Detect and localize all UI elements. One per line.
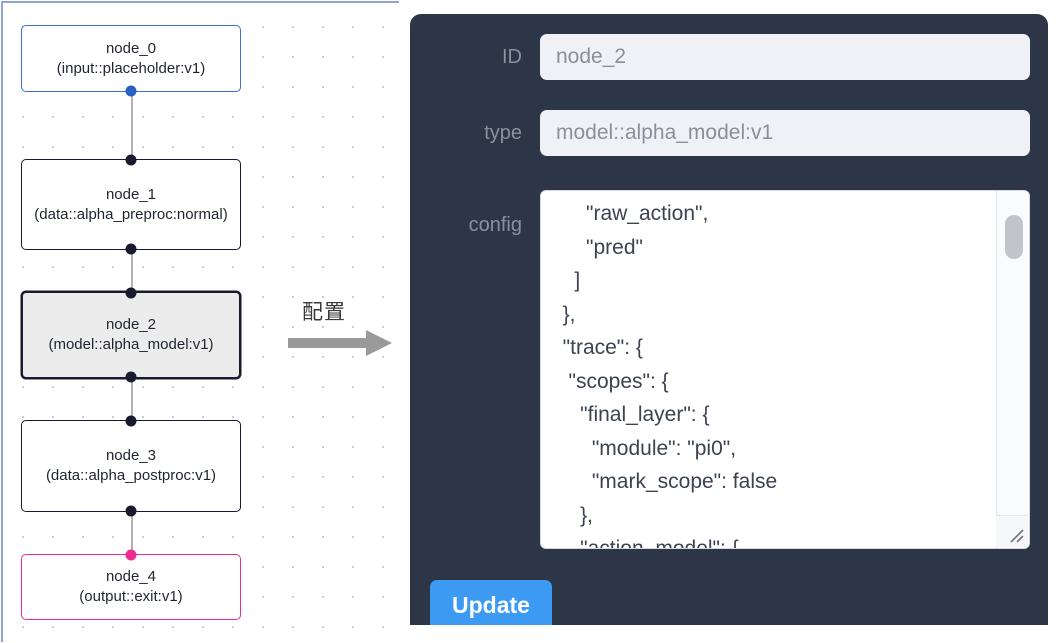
node-config-panel: ID type config "raw_action", "pred" ] },… [410, 14, 1048, 625]
flow-node-type: (model::alpha_model:v1) [48, 336, 214, 353]
config-textarea-wrapper[interactable]: "raw_action", "pred" ] }, "trace": { "sc… [540, 190, 1030, 549]
node-handle-target[interactable] [125, 287, 137, 299]
config-label: config [468, 214, 522, 236]
node-handle-target[interactable] [125, 549, 137, 561]
flow-node-node_4[interactable]: node_4 (output::exit:v1) [21, 549, 241, 620]
id-input[interactable] [540, 34, 1030, 80]
field-row-type: type [428, 110, 1030, 156]
annotation-group: 配置 [288, 296, 394, 358]
flow-node-node_2[interactable]: node_2 (model::alpha_model:v1) [21, 287, 241, 383]
flow-node-type: (data::alpha_preproc:normal) [34, 205, 228, 223]
update-button[interactable]: Update [430, 580, 552, 625]
id-label: ID [502, 45, 522, 68]
flow-node-id: node_0 [105, 39, 157, 57]
right-arrow-icon [288, 330, 392, 356]
flow-node-type: (data::alpha_postproc:v1) [45, 467, 217, 484]
config-scrollbar-thumb[interactable] [1005, 215, 1023, 259]
node-handle-source[interactable] [125, 371, 137, 383]
annotation-label: 配置 [302, 300, 346, 324]
flow-node-id: node_3 [105, 447, 157, 464]
node-handle-target[interactable] [125, 154, 137, 166]
flow-node-type: (output::exit:v1) [79, 588, 183, 605]
node-handle-source[interactable] [125, 85, 137, 97]
flow-node-node_3[interactable]: node_3 (data::alpha_postproc:v1) [21, 415, 241, 517]
edge-node3-node4 [131, 512, 133, 554]
edge-node2-node3 [131, 378, 133, 420]
flow-node-id: node_4 [105, 568, 157, 585]
edge-node1-node2 [131, 249, 133, 291]
edge-node0-node1 [131, 92, 133, 160]
config-textarea[interactable]: "raw_action", "pred" ] }, "trace": { "sc… [562, 202, 778, 548]
type-label: type [484, 121, 522, 144]
node-handle-target[interactable] [125, 415, 137, 427]
flow-node-type: (input::placeholder:v1) [56, 59, 206, 77]
node-handle-source[interactable] [125, 243, 137, 255]
type-input[interactable] [540, 110, 1030, 156]
flow-node-node_0[interactable]: node_0 (input::placeholder:v1) [21, 25, 241, 97]
field-row-id: ID [428, 34, 1030, 80]
flow-node-id: node_2 [105, 316, 157, 333]
node-flow-canvas[interactable]: node_0 (input::placeholder:v1) node_1 (d… [0, 0, 400, 643]
config-scrollbar[interactable] [996, 191, 1029, 548]
node-handle-source[interactable] [125, 505, 137, 517]
field-row-config: config "raw_action", "pred" ] }, "trace"… [428, 190, 1030, 549]
flow-node-id: node_1 [105, 185, 157, 203]
flow-node-node_1[interactable]: node_1 (data::alpha_preproc:normal) [21, 154, 241, 255]
resize-handle-icon[interactable] [996, 515, 1028, 547]
